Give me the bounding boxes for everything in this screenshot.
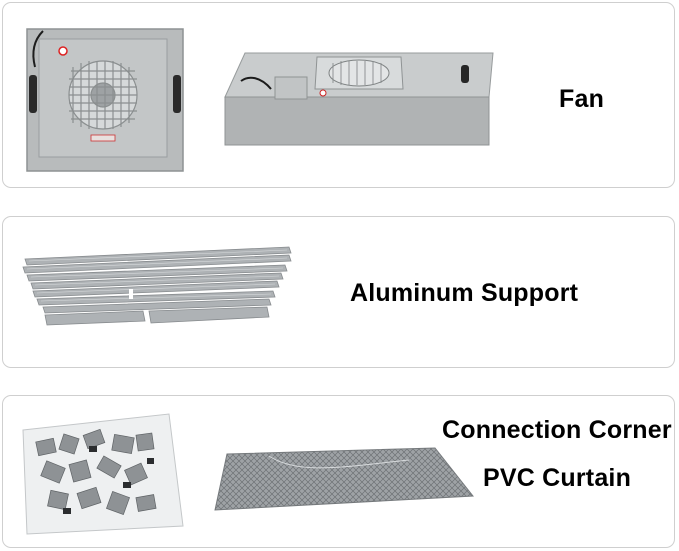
fan-rectangular-unit-image <box>224 52 494 146</box>
fan-square-unit-image <box>26 28 184 172</box>
pvc-curtain-sheet-image <box>214 447 474 511</box>
aluminum-support-panel: Aluminum Support <box>2 216 675 368</box>
aluminum-support-label: Aluminum Support <box>350 279 579 307</box>
accessories-panel: Connection Corner PVC Curtain <box>2 395 675 548</box>
pvc-curtain-label: PVC Curtain <box>483 464 632 492</box>
aluminum-profiles-image <box>22 246 292 326</box>
fan-panel: Fan <box>2 2 675 188</box>
connection-corner-bag-image <box>22 413 184 535</box>
fan-label: Fan <box>559 85 605 113</box>
connection-corner-label: Connection Corner <box>442 416 672 444</box>
